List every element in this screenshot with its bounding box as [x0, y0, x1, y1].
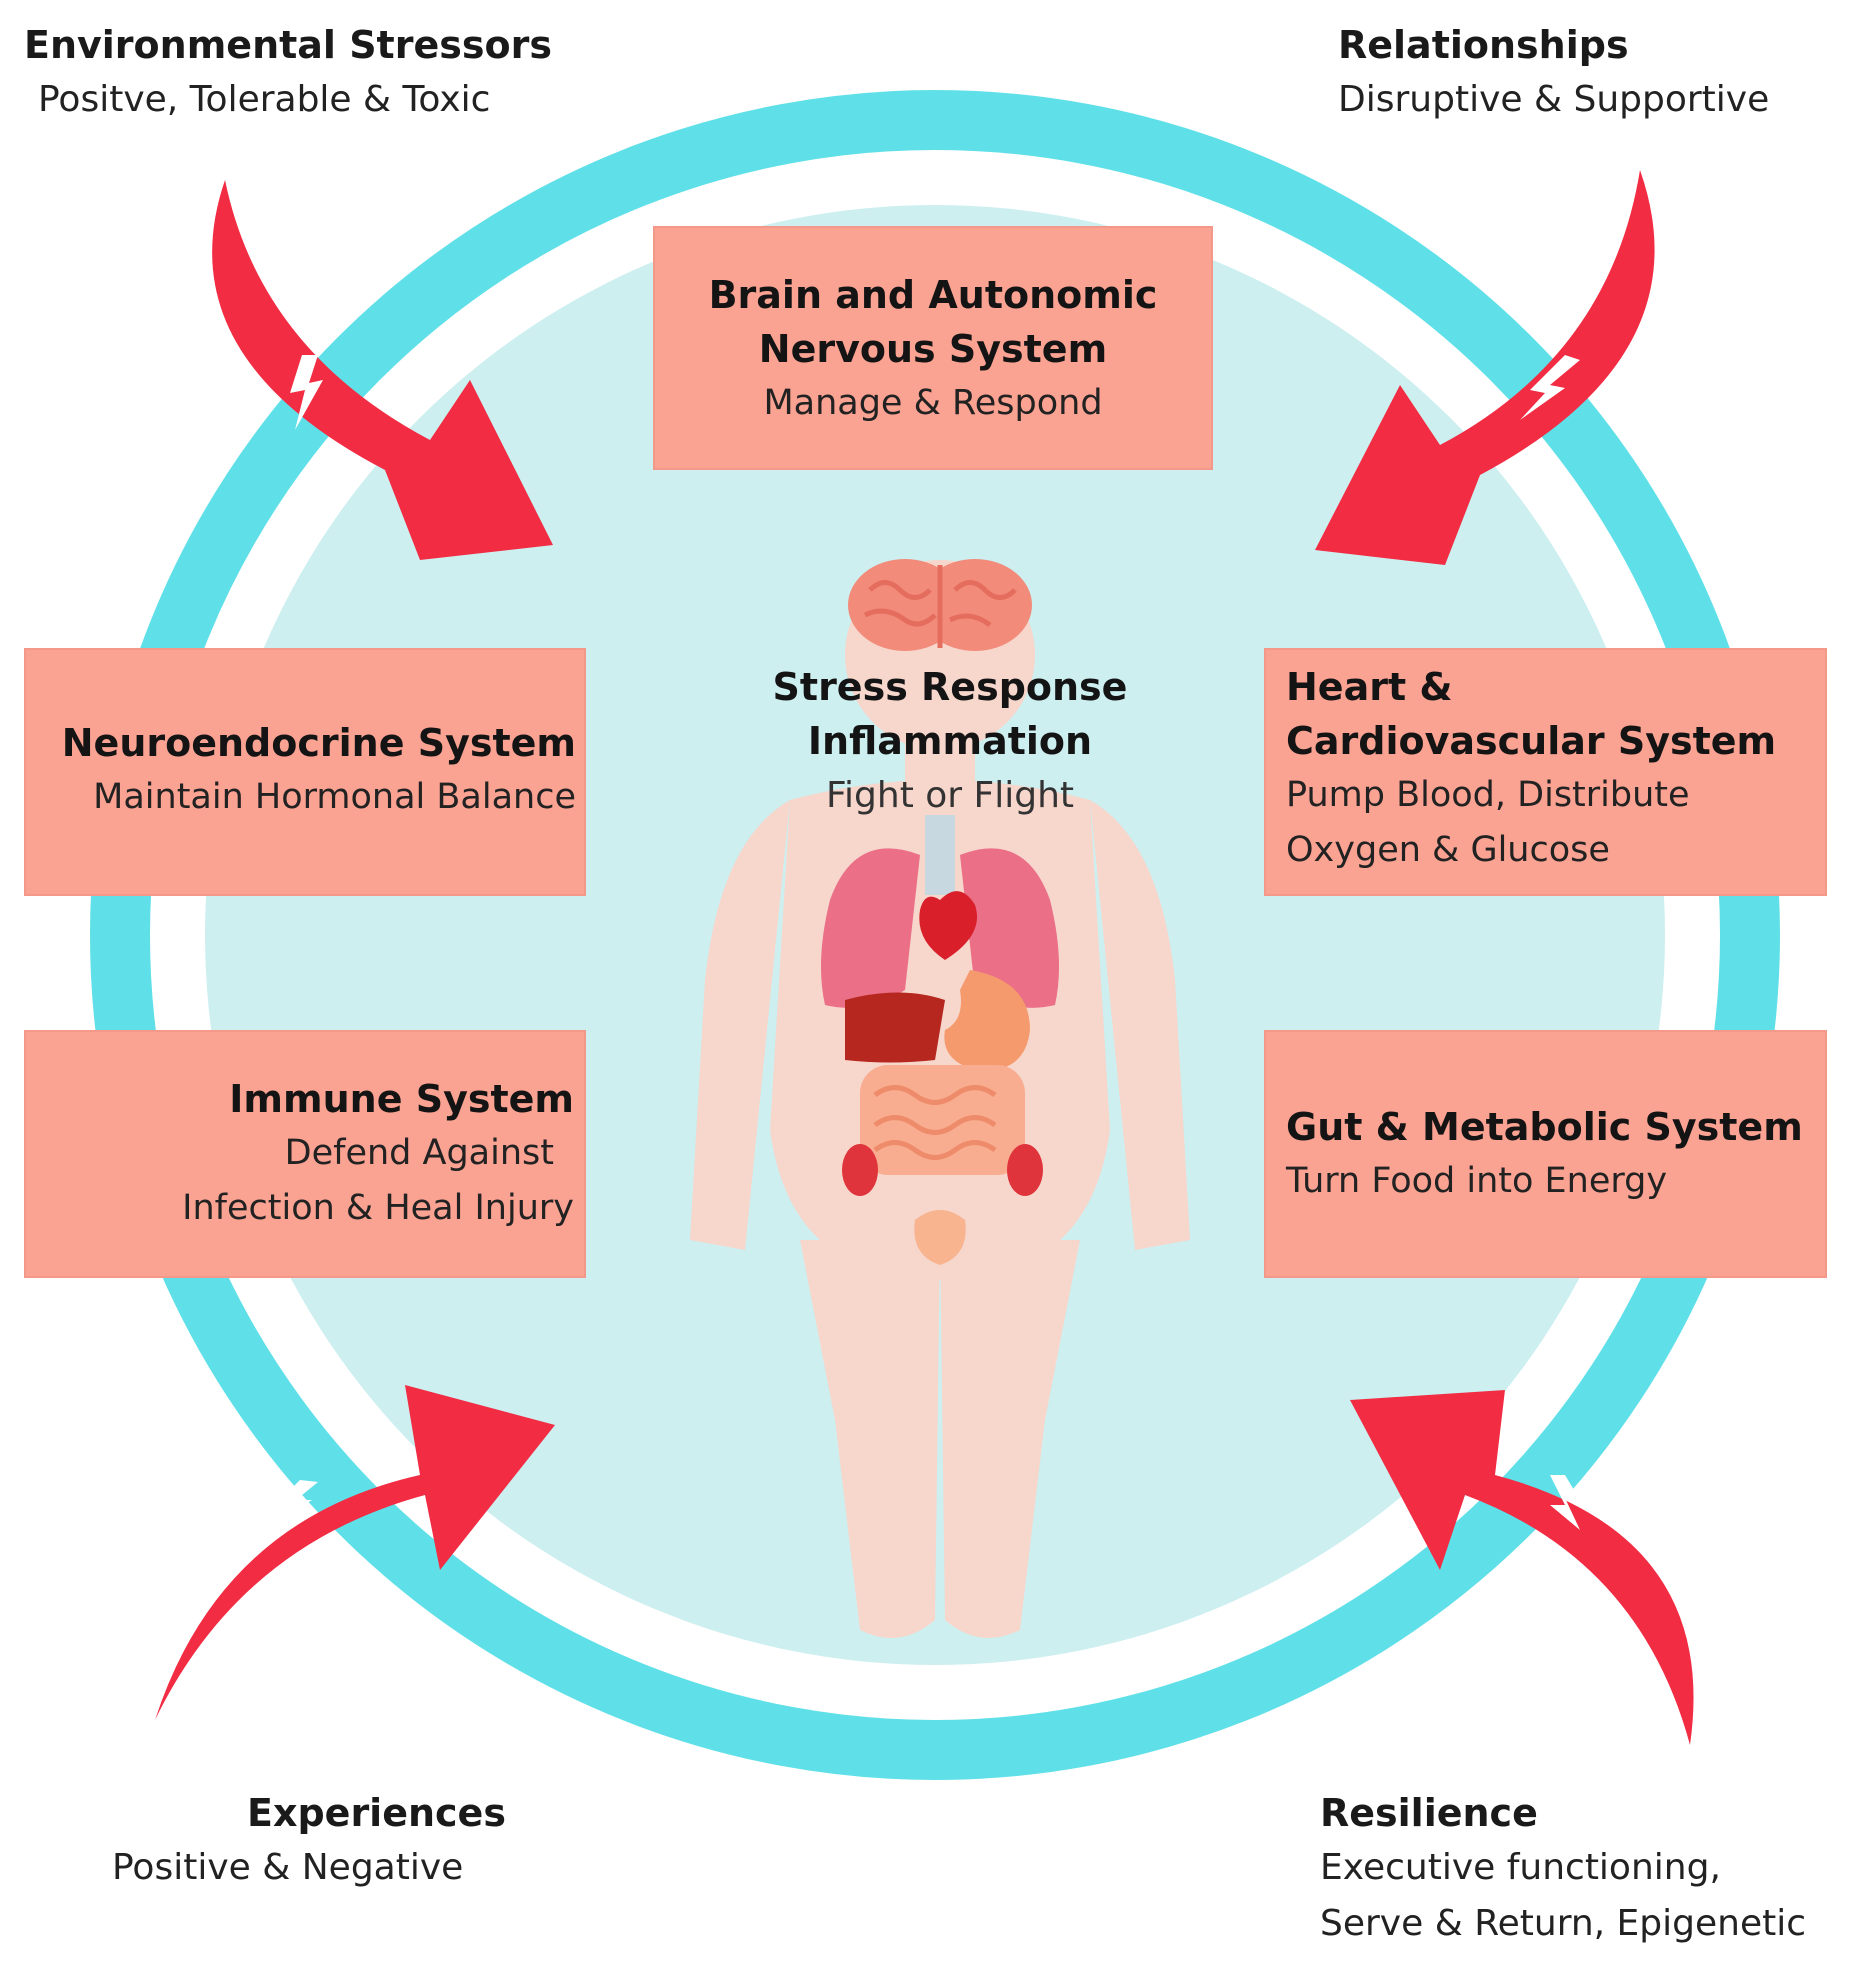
label-environmental-stressors: Environmental Stressors Positve, Tolerab…	[24, 18, 552, 128]
experiences-title: Experiences	[247, 1791, 506, 1835]
arrow-experiences	[155, 1385, 555, 1720]
intestines-icon	[860, 1065, 1025, 1175]
heart-icon	[919, 891, 977, 960]
relationships-subtitle: Disruptive & Supportive	[1338, 79, 1770, 120]
neuroendocrine-subtitle: Maintain Hormonal Balance	[93, 777, 576, 817]
environmental-stressors-title: Environmental Stressors	[24, 23, 552, 67]
resilience-line1: Executive functioning,	[1320, 1847, 1721, 1888]
right-arm-shape	[1090, 800, 1190, 1250]
left-arm-shape	[690, 800, 790, 1250]
left-leg-shape	[800, 1240, 940, 1638]
heart-title-2: Cardiovascular System	[1286, 719, 1777, 763]
heart-title-1: Heart &	[1286, 665, 1453, 709]
kidneys-icon	[842, 1144, 1043, 1196]
immune-title: Immune System	[229, 1077, 574, 1121]
lightning-bolt-icon	[1520, 355, 1580, 420]
heart-subtitle-2: Oxygen & Glucose	[1286, 830, 1610, 870]
immune-subtitle-2: Infection & Heal Injury	[182, 1188, 574, 1228]
box-gut-metabolic: Gut & Metabolic System Turn Food into En…	[1264, 1030, 1827, 1278]
lightning-bolt-icon	[290, 355, 323, 430]
box-brain-autonomic: Brain and Autonomic Nervous System Manag…	[653, 226, 1213, 470]
gut-title: Gut & Metabolic System	[1286, 1105, 1803, 1149]
box-neuroendocrine: Neuroendocrine System Maintain Hormonal …	[24, 648, 586, 896]
lightning-bolt-icon	[270, 1480, 318, 1525]
box-heart-cardiovascular: Heart & Cardiovascular System Pump Blood…	[1264, 648, 1827, 896]
label-experiences: Experiences Positive & Negative	[112, 1786, 506, 1896]
box-immune-system: Immune System Defend Against Infection &…	[24, 1030, 586, 1278]
bladder-icon	[914, 1210, 966, 1265]
brain-box-title-1: Brain and Autonomic	[708, 273, 1158, 317]
heart-subtitle-1: Pump Blood, Distribute	[1286, 775, 1690, 815]
stomach-icon	[944, 970, 1030, 1071]
center-line-3: Fight or Flight	[825, 775, 1075, 816]
brain-box-subtitle: Manage & Respond	[763, 383, 1103, 423]
resilience-title: Resilience	[1320, 1791, 1538, 1835]
center-stress-response: Stress Response Inflammation Fight or Fl…	[720, 660, 1180, 824]
lungs-icon	[821, 815, 1059, 1008]
neuroendocrine-title: Neuroendocrine System	[61, 721, 576, 765]
right-leg-shape	[940, 1240, 1080, 1638]
arrow-resilience	[1350, 1390, 1694, 1745]
outer-ring	[90, 90, 1780, 1780]
lightning-bolt-icon	[1550, 1475, 1580, 1530]
gut-subtitle: Turn Food into Energy	[1286, 1161, 1668, 1201]
liver-icon	[845, 992, 945, 1063]
immune-subtitle-1: Defend Against	[284, 1133, 554, 1173]
label-resilience: Resilience Executive functioning, Serve …	[1320, 1786, 1806, 1952]
arrow-relationships	[1315, 170, 1655, 565]
label-relationships: Relationships Disruptive & Supportive	[1338, 18, 1769, 128]
center-line-2: Inflammation	[807, 719, 1093, 763]
brain-box-title-2: Nervous System	[758, 327, 1108, 371]
brain-icon	[848, 559, 1032, 651]
human-body-illustration	[690, 559, 1190, 1638]
relationships-title: Relationships	[1338, 23, 1629, 67]
experiences-subtitle: Positive & Negative	[112, 1847, 464, 1888]
resilience-line2: Serve & Return, Epigenetic	[1320, 1903, 1807, 1944]
environmental-stressors-subtitle: Positve, Tolerable & Toxic	[38, 79, 491, 120]
arrow-environmental	[212, 180, 553, 560]
center-line-1: Stress Response	[772, 665, 1128, 709]
